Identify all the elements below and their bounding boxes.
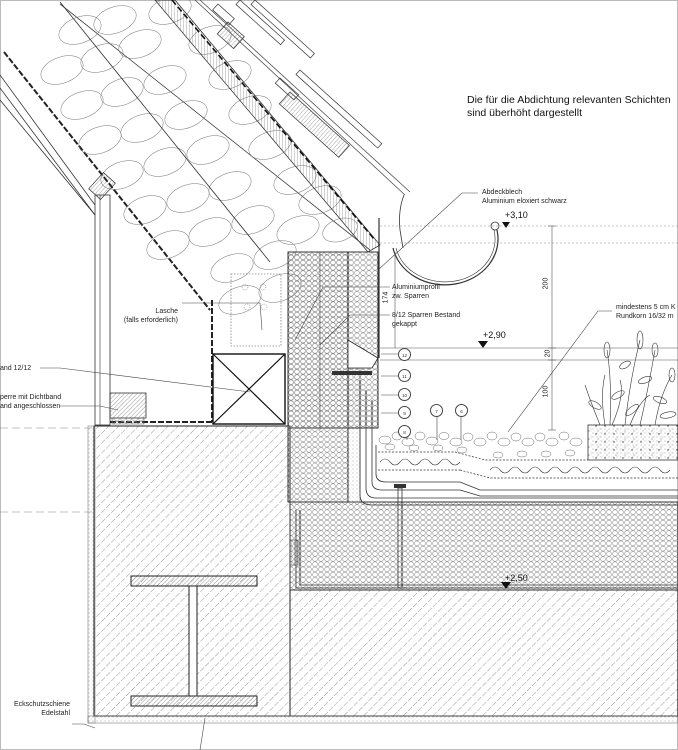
gravel-layer [378,431,583,459]
layer-marker-9: 9 [398,406,411,419]
lasche-box [230,273,282,347]
sperre-block [109,392,147,419]
label-sparren: 8/12 Sparren Bestand gekappt [392,311,460,329]
label-abdeckblech: Abdeckblech Aluminium eloxiert schwarz [482,188,567,206]
green-roof-substrate [587,424,678,461]
label-line: gekappt [392,321,417,328]
label-line: perre mit Dichtband [0,394,62,401]
label-line: zw. Sparren [392,293,429,300]
layer-marker-6: 6 [455,404,468,417]
label-line: Eckschutzschiene [13,701,70,708]
label-kies: mindestens 5 cm K Rundkorn 16/32 m [616,303,676,321]
dimension-174: 174 [382,291,390,304]
label-line: mindestens 5 cm K [616,304,676,311]
label-aluminiumprofil: Aluminiumprofil zw. Sparren [392,283,440,301]
label-line: Aluminiumprofil [392,284,440,291]
leader-lines [40,192,612,750]
label-line: and 12/12 [0,365,32,372]
label-band: and 12/12 [0,364,31,373]
rain-gutter [378,194,500,358]
label-line: 8/12 Sparren Bestand [392,312,461,319]
dimension-100: 100 [542,385,550,398]
level-lines [0,225,678,513]
note-line-1: Die für die Abdichtung relevanten Schich… [467,94,671,106]
label-eckschutzschiene: Eckschutzschiene Edelstahl [0,700,70,718]
label-line: and angeschlossen [0,403,61,410]
timber-beam-12-12 [212,353,286,425]
label-sperre: perre mit Dichtband and angeschlossen [0,393,61,411]
concrete-structure [87,425,678,724]
label-line: Edelstahl [41,710,70,717]
level-label-top: +3,10 [505,210,528,220]
dimension-200: 200 [542,277,550,290]
layer-marker-11: 11 [398,369,411,382]
flat-roof-layers [289,380,678,589]
label-lasche: Lasche (falls erforderlich) [116,307,178,325]
sloped-roof [0,0,411,426]
plants [584,330,677,426]
steel-i-beam [130,575,258,707]
layer-marker-8: 8 [398,425,411,438]
layer-marker-10: 10 [398,388,411,401]
label-line: (falls erforderlich) [123,317,178,324]
layer-marker-12: 12 [398,348,411,361]
dimension-lines [394,225,556,431]
level-label-bottom: +2,50 [505,573,528,583]
dimension-20: 20 [544,349,552,358]
drawing-note: Die für die Abdichtung relevanten Schich… [467,94,671,120]
label-line: Abdeckblech [482,189,523,196]
layer-marker-7: 7 [430,404,443,417]
label-line: Aluminium eloxiert schwarz [482,198,567,205]
note-line-2: sind überhöht dargestellt [467,107,582,119]
label-line: Rundkorn 16/32 m [616,313,674,320]
screw-fixing [332,371,372,375]
wall-insulation [287,251,678,591]
label-line: Lasche [155,308,178,315]
level-label-mid: +2,90 [483,330,506,340]
